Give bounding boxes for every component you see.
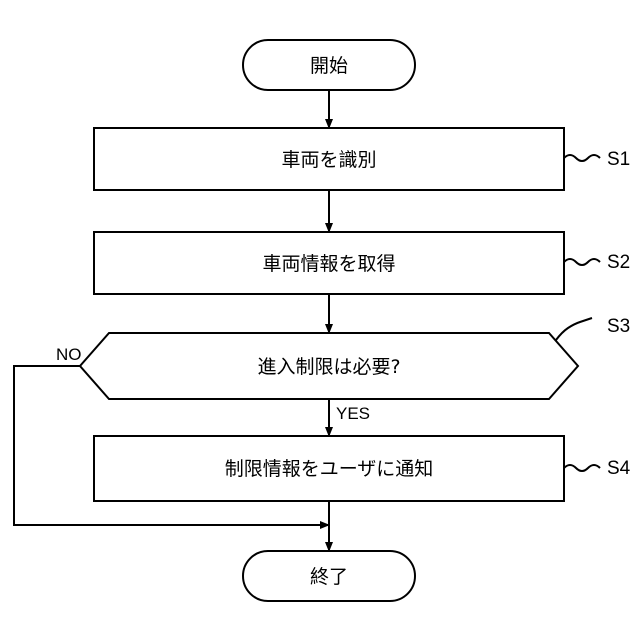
step-id-s4: S4 — [607, 458, 631, 479]
step-leader-s2 — [564, 259, 600, 265]
process-label-s4: 制限情報をユーザに通知 — [225, 458, 434, 480]
step-id-s1: S1 — [607, 149, 630, 170]
step-leader-s3 — [556, 318, 592, 340]
step-id-s2: S2 — [607, 252, 630, 273]
step-leader-s4 — [564, 465, 600, 471]
start-label: 開始 — [310, 55, 348, 77]
branch-label-no: NO — [56, 345, 82, 364]
process-label-s2: 車両情報を取得 — [262, 253, 395, 275]
step-leader-s1 — [564, 155, 600, 161]
decision-label-s3: 進入制限は必要? — [257, 356, 400, 378]
step-id-s3: S3 — [607, 316, 630, 337]
process-label-s1: 車両を識別 — [281, 149, 376, 171]
branch-label-yes: YES — [336, 404, 370, 423]
end-label: 終了 — [310, 566, 348, 588]
